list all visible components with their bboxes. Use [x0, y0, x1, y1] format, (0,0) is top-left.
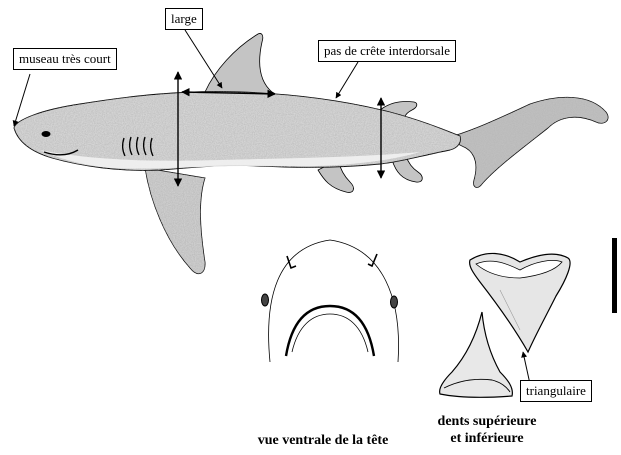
- right-nostril: [368, 254, 377, 266]
- scale-bar: [612, 238, 617, 313]
- eye: [42, 131, 51, 137]
- teeth-caption-line2: et inférieure: [424, 431, 550, 447]
- ventral-head-view: [262, 240, 399, 362]
- ventral-view-caption: vue ventrale de la tête: [228, 433, 418, 449]
- leader-lines: [14, 30, 530, 384]
- snout-label: museau très court: [13, 48, 117, 70]
- left-nostril: [287, 256, 296, 268]
- left-eye: [262, 294, 269, 306]
- ridge-label: pas de crête interdorsale: [318, 40, 456, 62]
- first-dorsal-fin: [205, 33, 277, 98]
- teeth-caption-line1: dents supérieure: [424, 414, 550, 430]
- mouth-arc: [286, 306, 374, 356]
- width-label: large: [165, 8, 203, 30]
- tooth-shape-label: triangulaire: [520, 380, 592, 402]
- lower-tooth: [440, 312, 513, 397]
- right-eye: [391, 296, 398, 308]
